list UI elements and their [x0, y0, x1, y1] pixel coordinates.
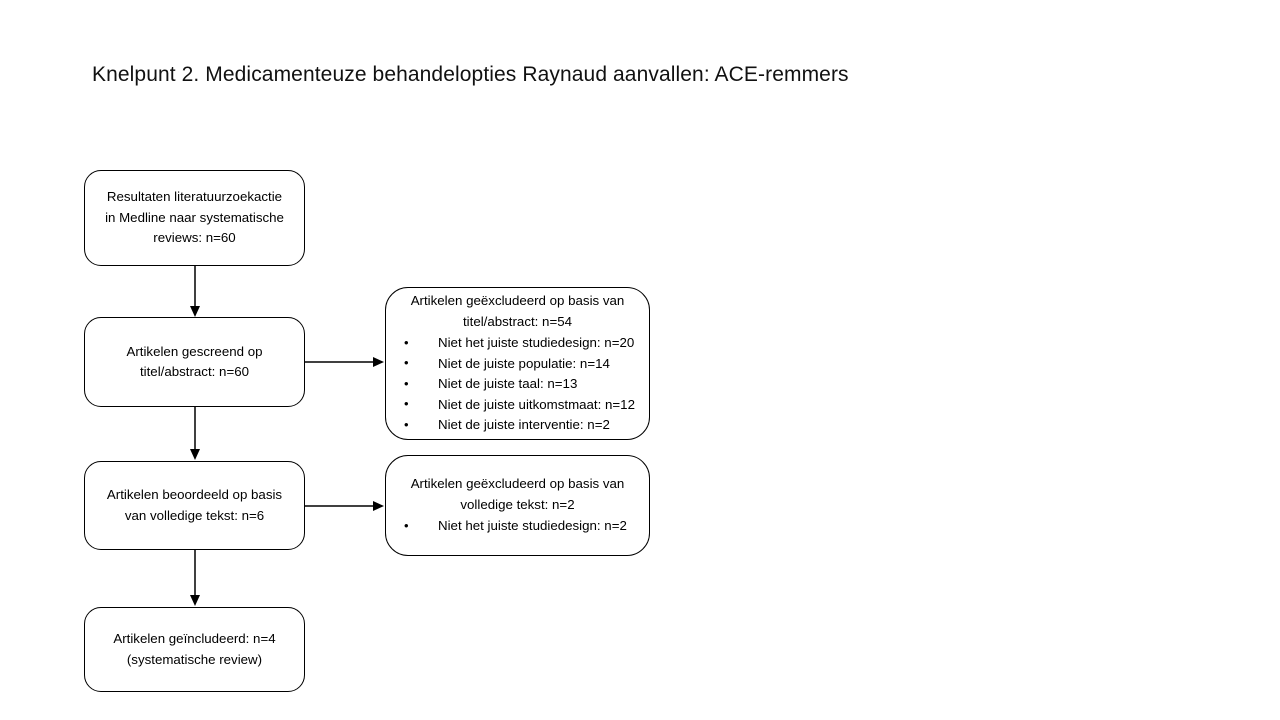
arrow-fulltext-to-excluded-full [305, 497, 386, 515]
flow-node-screened[interactable]: Artikelen gescreend op titel/abstract: n… [84, 317, 305, 407]
flow-node-full-text-assessed-text: Artikelen beoordeeld op basis van volled… [106, 487, 283, 523]
exclusion-reason-list-full-text: Niet het juiste studiedesign: n=2 [386, 516, 649, 537]
list-item: Niet de juiste uitkomstmaat: n=12 [404, 394, 649, 416]
flow-node-excluded-title-abstract[interactable]: Artikelen geëxcludeerd op basis van tite… [385, 287, 650, 440]
flow-node-included-text: Artikelen geïncludeerd: n=4 (systematisc… [113, 631, 276, 667]
arrow-screened-to-fulltext [186, 407, 204, 462]
flow-node-included[interactable]: Artikelen geïncludeerd: n=4 (systematisc… [84, 607, 305, 692]
arrow-fulltext-to-included [186, 550, 204, 608]
list-item: Niet de juiste taal: n=13 [404, 374, 649, 395]
flow-node-excluded-full-text[interactable]: Artikelen geëxcludeerd op basis van voll… [385, 455, 650, 556]
flow-node-search-results[interactable]: Resultaten literatuurzoekactie in Medlin… [84, 170, 305, 266]
flow-node-search-results-text: Resultaten literatuurzoekactie in Medlin… [105, 189, 284, 246]
arrow-screened-to-excluded-title [305, 353, 386, 371]
flow-node-screened-text: Artikelen gescreend op titel/abstract: n… [126, 343, 263, 380]
list-item: Niet de juiste populatie: n=14 [404, 353, 649, 375]
flow-node-excluded-title-abstract-heading: Artikelen geëxcludeerd op basis van tite… [410, 293, 625, 329]
arrow-search-to-screened [186, 266, 204, 319]
list-item: Niet de juiste interventie: n=2 [404, 415, 649, 436]
exclusion-reason-list-title-abstract: Niet het juiste studiedesign: n=20 Niet … [386, 333, 649, 436]
list-item: Niet het juiste studiedesign: n=2 [404, 516, 649, 537]
page-title: Knelpunt 2. Medicamenteuze behandeloptie… [92, 63, 849, 86]
flow-node-full-text-assessed[interactable]: Artikelen beoordeeld op basis van volled… [84, 461, 305, 550]
list-item: Niet het juiste studiedesign: n=20 [404, 333, 649, 354]
flow-node-excluded-full-text-heading: Artikelen geëxcludeerd op basis van voll… [410, 476, 625, 512]
